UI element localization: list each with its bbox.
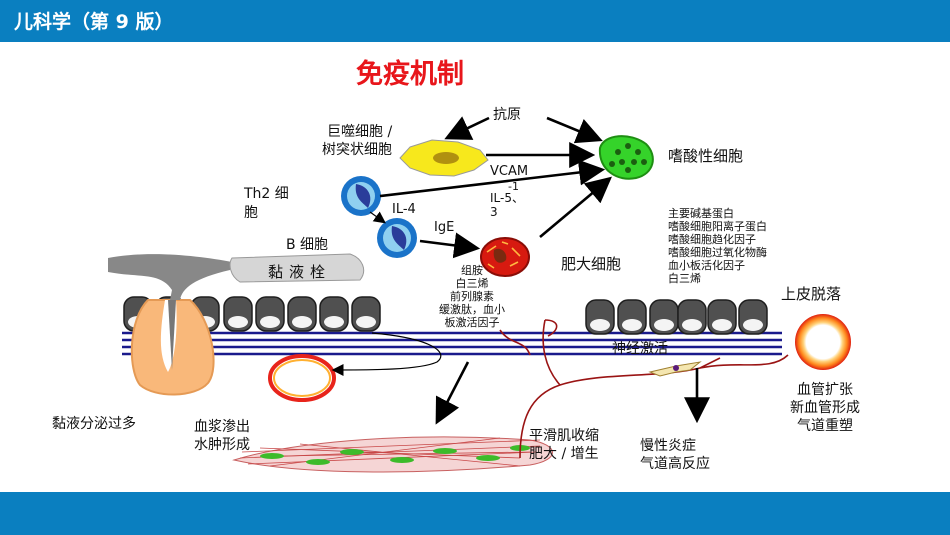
eosinophil-mediator-item: 血小板活化因子 bbox=[668, 259, 745, 272]
eosinophil-mediator-item: 白三烯 bbox=[668, 272, 701, 285]
th2-label-line2: 胞 bbox=[244, 205, 258, 221]
vcam-sub-label: -1 bbox=[508, 180, 519, 193]
hypertrophy-label: 肥大 / 增生 bbox=[529, 446, 599, 462]
diagram-title: 免疫机制 bbox=[356, 59, 464, 90]
il5-label: IL-5、 bbox=[490, 191, 524, 205]
mucus-cap bbox=[108, 254, 232, 300]
plasma-exudation-label: 血浆渗出 bbox=[194, 419, 250, 435]
il5-sub-label: 3 bbox=[490, 205, 498, 219]
airway-remodeling-label: 气道重塑 bbox=[797, 418, 853, 434]
smooth-muscle-label: 平滑肌收缩 bbox=[529, 428, 599, 444]
mast-cell-label: 肥大细胞 bbox=[561, 255, 622, 273]
flow-arrows bbox=[379, 116, 710, 425]
nerve-fibers bbox=[499, 319, 789, 459]
eosinophil-mediator-item: 主要碱基蛋白 bbox=[668, 207, 734, 220]
neural-activation-label: 神经激活 bbox=[612, 341, 668, 357]
mast-mediator-item: 缓激肽，血小 bbox=[439, 303, 505, 316]
mast-mediator-item: 白三烯 bbox=[455, 277, 489, 290]
eosinophil-mediator-item: 嗜酸细胞过氧化物酶 bbox=[668, 246, 767, 259]
bcell-label: B 细胞 bbox=[286, 237, 329, 253]
chronic-inflammation-label: 慢性炎症 bbox=[640, 438, 696, 454]
mucus-plug-label: 黏液栓 bbox=[268, 263, 332, 281]
mast-cell bbox=[480, 237, 530, 277]
eosinophil-label: 嗜酸性细胞 bbox=[668, 147, 744, 165]
th2-label-line1: Th2 细 bbox=[244, 186, 289, 202]
mast-mediator-item: 板激活因子 bbox=[444, 316, 500, 329]
edema-label: 水肿形成 bbox=[194, 437, 250, 453]
neuron-cell bbox=[648, 361, 702, 377]
blood-vessel-left bbox=[268, 354, 336, 402]
b-cell bbox=[377, 218, 417, 258]
eosinophil-cell bbox=[598, 135, 654, 180]
ige-label: IgE bbox=[434, 220, 455, 235]
mucus-plug-shape bbox=[229, 253, 365, 283]
mucus-hypersecretion-label: 黏液分泌过多 bbox=[52, 416, 136, 432]
footer-bar bbox=[0, 492, 950, 535]
antigen-label: 抗原 bbox=[493, 107, 521, 123]
immune-mechanism-diagram bbox=[108, 116, 851, 473]
th2-cell bbox=[341, 176, 381, 216]
eosinophil-mediators-list: 主要碱基蛋白 嗜酸细胞阳离子蛋白 嗜酸细胞趋化因子 嗜酸细胞过氧化物酶 血小板活… bbox=[668, 207, 767, 285]
dendritic-label: 树突状细胞 bbox=[322, 142, 392, 158]
il4-label: IL-4 bbox=[392, 202, 416, 217]
airway-hyperreactivity-label: 气道高反应 bbox=[640, 456, 710, 472]
macrophage-label: 巨噬细胞 / bbox=[327, 124, 393, 140]
header-title: 儿科学（第 9 版） bbox=[14, 11, 174, 33]
membrane-lines bbox=[122, 331, 782, 356]
macrophage-cell bbox=[399, 139, 489, 177]
neovascularization-label: 新血管形成 bbox=[790, 400, 860, 416]
mast-mediators-list: 组胺 白三烯 前列腺素 缓激肽，血小 板激活因子 bbox=[428, 264, 516, 329]
header-bar: 儿科学（第 9 版） bbox=[0, 0, 950, 42]
epithelial-cells-right bbox=[585, 299, 768, 335]
eosinophil-mediator-item: 嗜酸细胞阳离子蛋白 bbox=[668, 220, 767, 233]
eosinophil-mediator-item: 嗜酸细胞趋化因子 bbox=[668, 233, 756, 246]
mast-mediator-item: 前列腺素 bbox=[450, 290, 494, 303]
epithelial-shedding-label: 上皮脱落 bbox=[781, 285, 842, 303]
vasodilation-label: 血管扩张 bbox=[797, 382, 853, 398]
smooth-muscle-band bbox=[232, 436, 553, 473]
vcam-label: VCAM bbox=[490, 164, 529, 179]
mast-mediator-item: 组胺 bbox=[461, 264, 483, 277]
